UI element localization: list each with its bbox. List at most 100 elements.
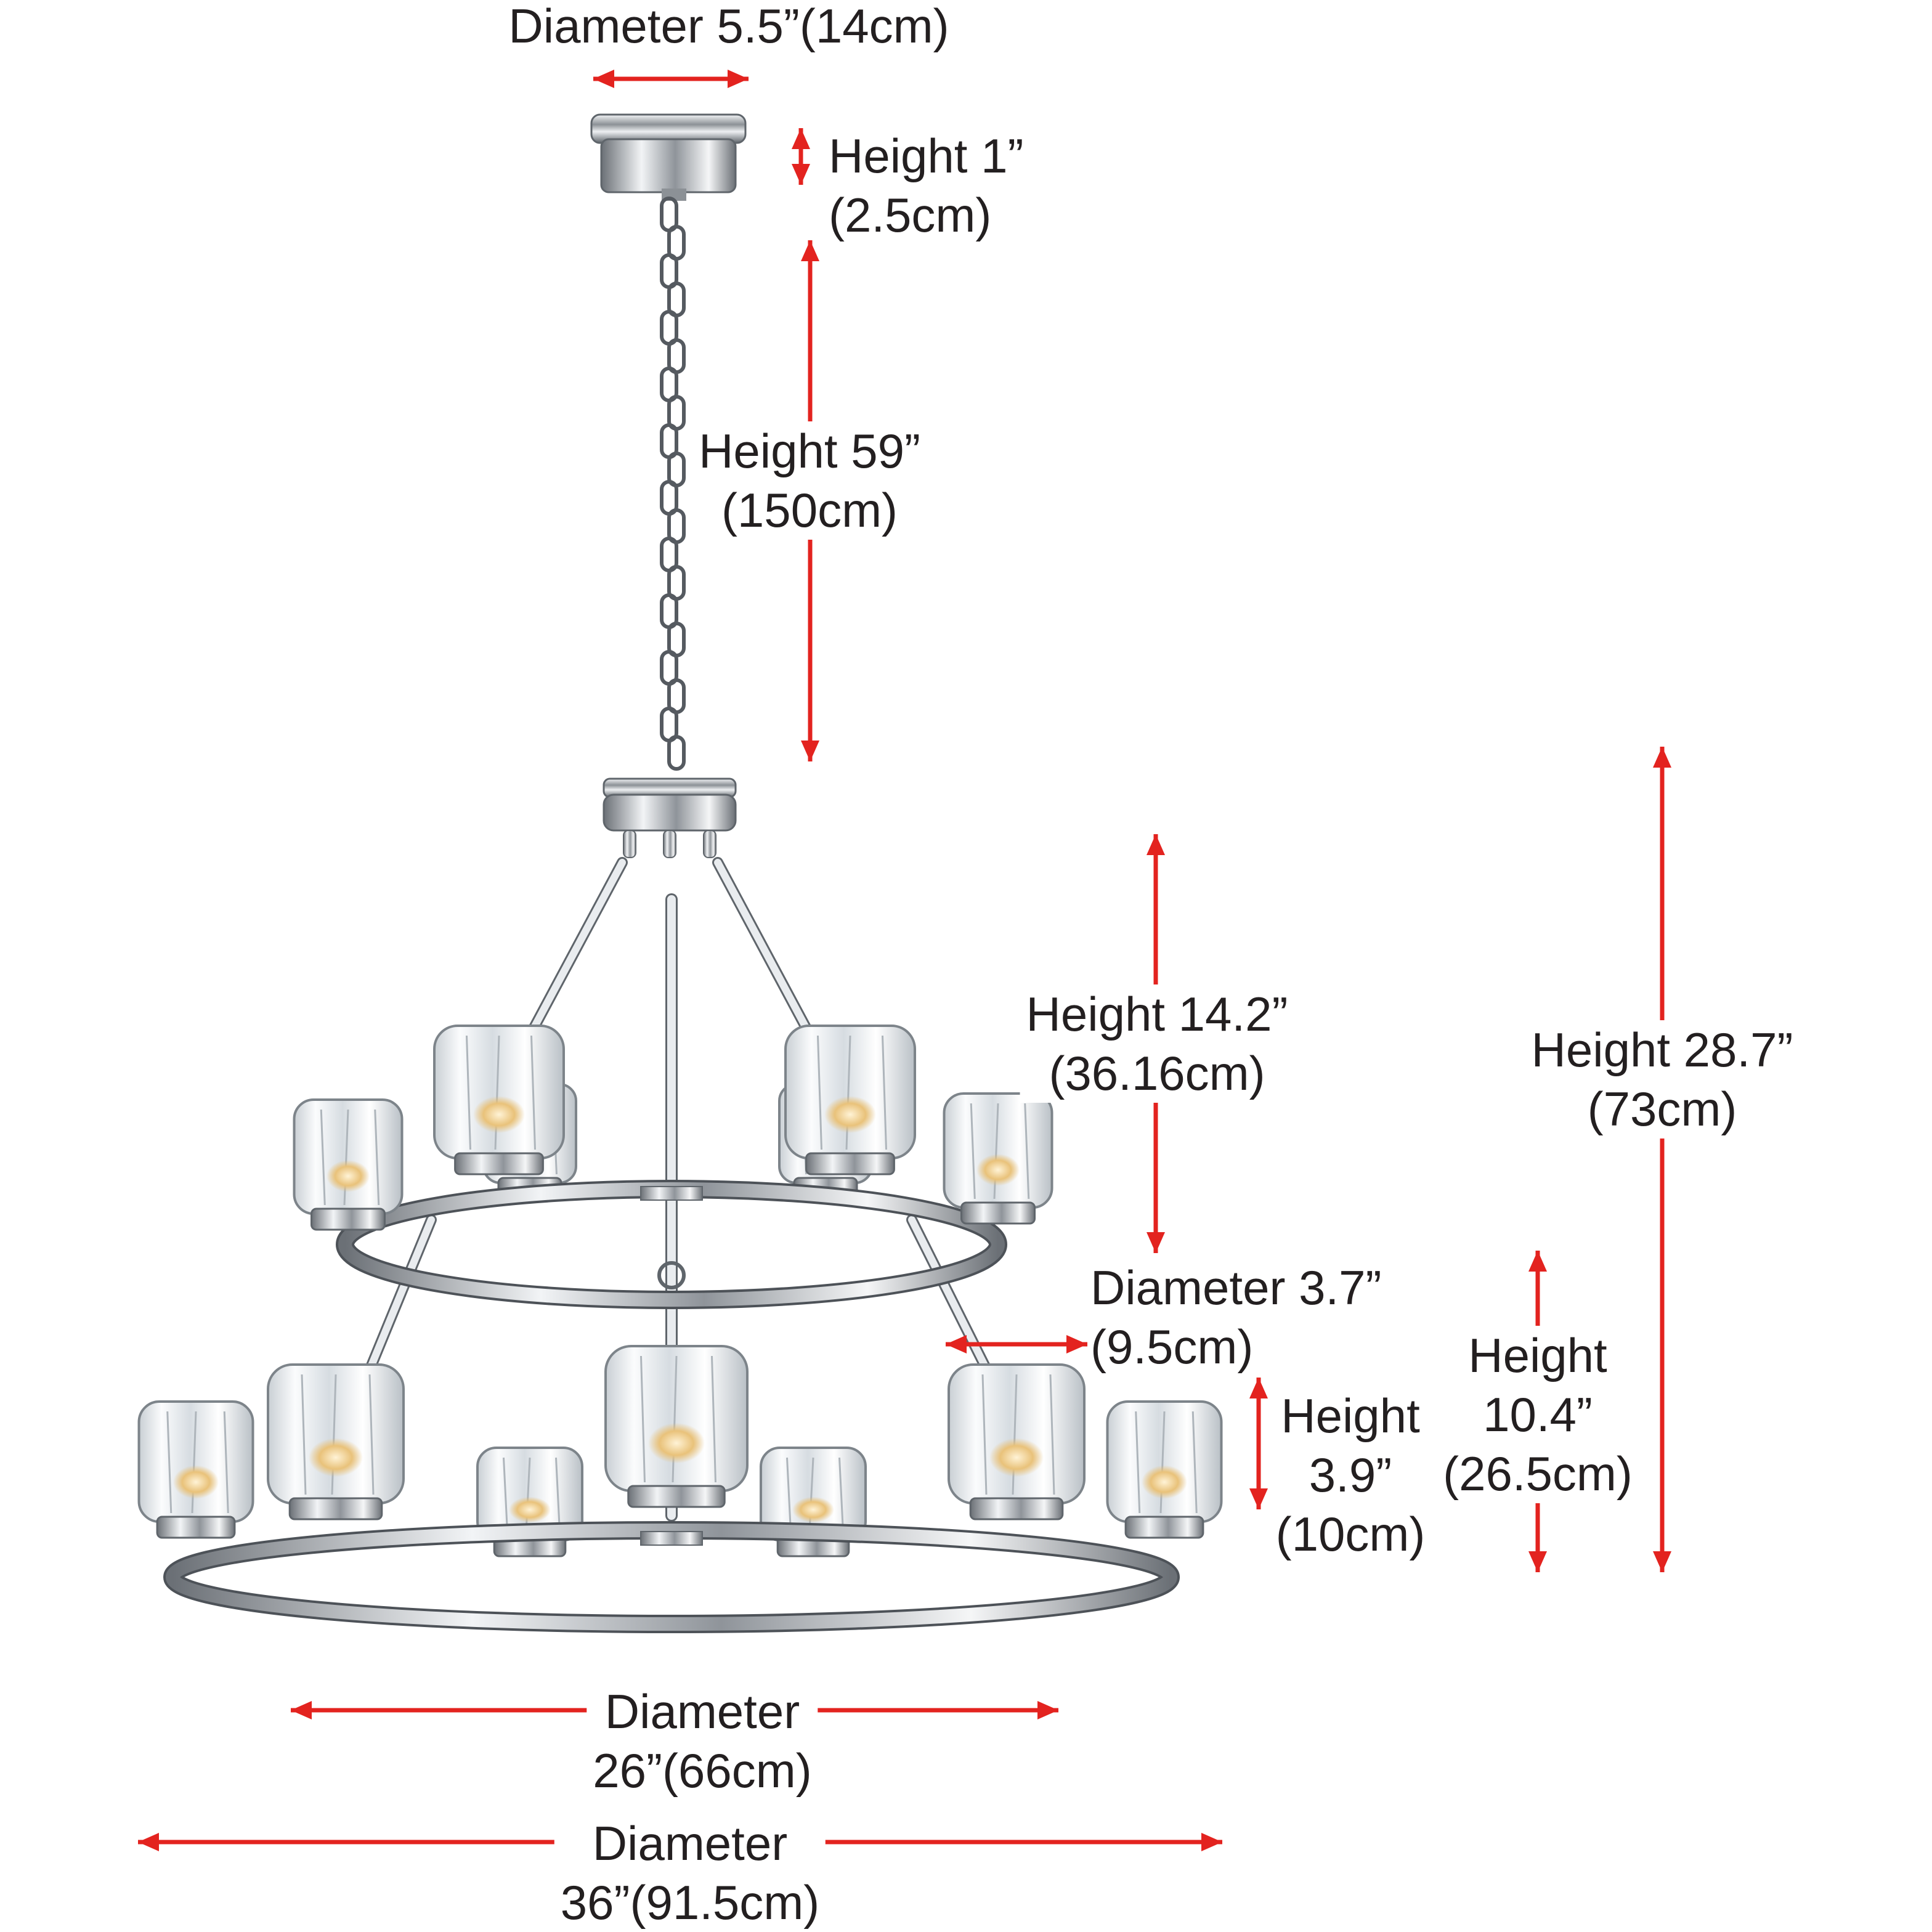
lower-ring-diameter-arrow-head-start (138, 1833, 159, 1851)
upper-shade-center-left-bulb (473, 1095, 525, 1134)
lower-shade-back-right-facet (838, 1457, 844, 1532)
lower-shade-far-right (1106, 1400, 1223, 1539)
lower-tier-height-line-2: 10.4” (1483, 1387, 1593, 1442)
lower-tier-height-arrow-head-start (1528, 1251, 1547, 1272)
chain-height-arrow-head-end (801, 741, 819, 761)
canopy-height-arrow-head-start (792, 128, 810, 149)
lower-shade-back-left-facet (503, 1457, 508, 1532)
upper-shade-left-facet (320, 1109, 326, 1206)
upper-ring-diameter-arrow-head-end (1037, 1701, 1058, 1719)
lower-tier-height-arrow-head-end (1528, 1551, 1547, 1572)
lower-shade-center (604, 1345, 749, 1508)
lower-ring-diameter-line-1: Diameter (592, 1816, 788, 1870)
lower-shade-far-right-cup (1124, 1516, 1204, 1539)
upper-shade-left (293, 1098, 404, 1231)
hub-hook (703, 830, 716, 858)
shade-height-line-2: 3.9” (1309, 1448, 1392, 1502)
canopy-height-arrow (792, 128, 810, 185)
lower-shade-left (267, 1363, 405, 1520)
upper-shade-center-left-cup (454, 1152, 544, 1175)
lower-shade-left-facet (301, 1374, 307, 1495)
lower-ring-diameter-label: Diameter 36”(91.5cm) (554, 1814, 826, 1932)
shade-height-arrow-head-start (1249, 1378, 1268, 1398)
canopy-height-arrow-head-end (792, 164, 810, 185)
upper-shade-center-left-facet (530, 1035, 536, 1150)
canopy-diameter-line-1: Diameter 5.5”(14cm) (508, 0, 949, 53)
lower-shade-back-right-bulb (792, 1496, 834, 1523)
upper-shade-left-facet (374, 1109, 380, 1206)
upper-ring-diameter-line-2: 26”(66cm) (593, 1743, 812, 1798)
lower-shade-left-facet (368, 1374, 375, 1495)
lower-shade-back-left-bulb (509, 1496, 551, 1523)
ceiling-canopy-body (600, 138, 737, 193)
upper-shade-center-right-cup (805, 1152, 895, 1175)
lower-shade-center-facet (711, 1355, 716, 1483)
canopy-diameter-arrow (593, 70, 749, 88)
hub-hook (623, 830, 636, 858)
lower-ring-clamp (640, 1531, 703, 1546)
overall-height-line-2: (73cm) (1587, 1082, 1737, 1136)
canopy-height-line-1: Height 1” (829, 129, 1024, 183)
upper-shade-right (943, 1092, 1053, 1225)
upper-shade-left-cup (310, 1208, 386, 1231)
shade-diameter-label: Diameter 3.7” (9.5cm) (1090, 1258, 1382, 1376)
lower-ring (166, 1524, 1177, 1631)
lower-shade-right-bulb (989, 1438, 1044, 1477)
lower-ring-diameter-line-2: 36”(91.5cm) (560, 1875, 820, 1930)
shade-height-line-3: (10cm) (1275, 1507, 1426, 1561)
upper-shade-left-bulb (327, 1160, 370, 1192)
canopy-height-label: Height 1” (2.5cm) (829, 126, 1024, 245)
lower-tier-height-line-3: (26.5cm) (1443, 1447, 1633, 1501)
lower-shade-far-right-facet (1191, 1411, 1198, 1514)
lower-tier-height-label: Height 10.4” (26.5cm) (1437, 1326, 1639, 1503)
lower-shade-far-left-facet (166, 1411, 172, 1514)
lower-shade-far-right-facet (1135, 1411, 1141, 1514)
lower-ring-diameter-arrow-head-end (1201, 1833, 1222, 1851)
upper-shade-right-facet (970, 1103, 976, 1199)
upper-shade-right-facet (1024, 1103, 1030, 1199)
upper-ring-diameter-arrow-head-start (291, 1701, 312, 1719)
lower-shade-right-facet (1049, 1374, 1055, 1495)
upper-tier-height-line-2: (36.16cm) (1049, 1046, 1265, 1100)
shade-diameter-arrow-head-start (946, 1335, 967, 1354)
hub-hook (663, 830, 676, 858)
lower-shade-center-bulb (648, 1423, 705, 1464)
chain-height-line-2: (150cm) (721, 483, 898, 537)
upper-ring-diameter-line-1: Diameter (604, 1684, 800, 1739)
hub-body (603, 794, 737, 832)
upper-arm-right (714, 859, 817, 1045)
overall-height-arrow-head-end (1653, 1551, 1671, 1572)
upper-shade-center-left-facet (466, 1035, 471, 1150)
upper-shade-right-cup (960, 1201, 1036, 1225)
upper-shade-center-right (784, 1025, 916, 1175)
canopy-diameter-label: Diameter 5.5”(14cm) (508, 0, 949, 55)
chain-height-arrow-head-start (801, 240, 819, 261)
upper-ring-diameter-label: Diameter 26”(66cm) (586, 1682, 818, 1800)
lower-tier-height-line-1: Height (1468, 1328, 1607, 1382)
lower-shade-back-right-facet (786, 1457, 792, 1532)
chain-link (667, 735, 686, 771)
lower-shade-far-left (137, 1400, 254, 1539)
lower-shade-back-left-facet (555, 1457, 561, 1532)
shade-height-label: Height 3.9” (10cm) (1276, 1386, 1426, 1564)
upper-tier-height-label: Height 14.2” (36.16cm) (1020, 984, 1294, 1103)
canopy-diameter-arrow-head-start (593, 70, 614, 88)
upper-shade-center-right-bulb (824, 1095, 876, 1134)
upper-shade-center-left (433, 1025, 565, 1175)
lower-shade-right (948, 1363, 1086, 1520)
lower-shade-right-cup (969, 1497, 1064, 1520)
upper-shade-right-bulb (976, 1154, 1020, 1186)
upper-shade-center-right-facet (817, 1035, 822, 1150)
lower-shade-left-cup (288, 1497, 383, 1520)
lower-shade-far-right-bulb (1142, 1465, 1187, 1499)
chain-height-line-1: Height 59” (699, 424, 920, 478)
upper-tier-height-arrow-head-start (1147, 834, 1165, 855)
canopy-diameter-arrow-head-end (728, 70, 749, 88)
overall-height-arrow (1653, 747, 1671, 1572)
shade-height-arrow (1249, 1378, 1268, 1509)
canopy-height-line-2: (2.5cm) (829, 188, 992, 242)
lower-shade-far-left-bulb (173, 1465, 219, 1499)
shade-diameter-line-2: (9.5cm) (1090, 1320, 1254, 1374)
lower-shade-far-left-facet (223, 1411, 229, 1514)
